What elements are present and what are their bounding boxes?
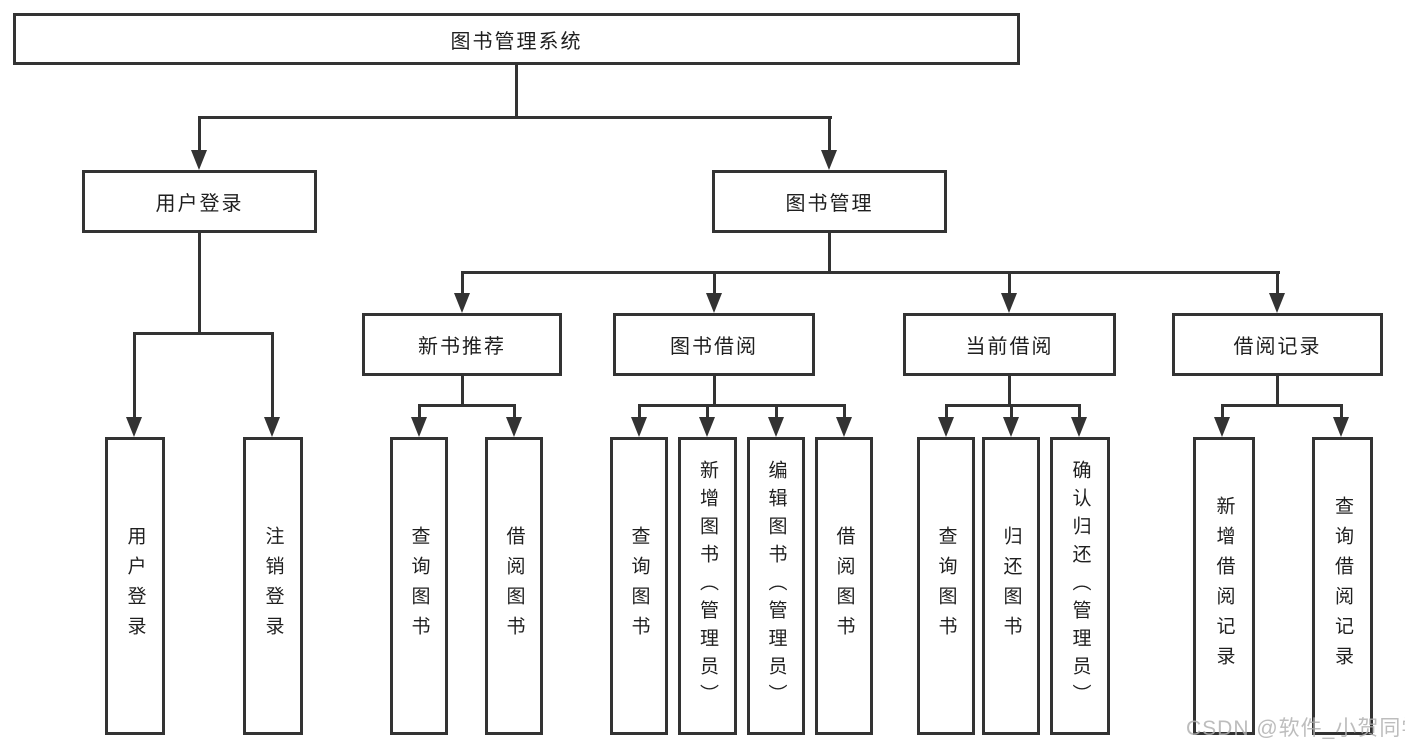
leaf-edit-book-admin: 编辑图书（管理员） xyxy=(747,437,805,735)
connector-vline xyxy=(1008,374,1011,407)
connector-vline xyxy=(461,374,464,407)
connector-vline xyxy=(1276,271,1279,297)
node-new-book-recommend-label: 新书推荐 xyxy=(418,336,506,358)
arrow-down-icon xyxy=(411,417,427,437)
leaf-confirm-return-admin: 确认归还（管理员） xyxy=(1050,437,1110,735)
connector-vline xyxy=(418,404,421,420)
leaf-borrow-books-recommend: 借阅图书 xyxy=(485,437,543,735)
connector-vline xyxy=(945,404,948,420)
connector-vline xyxy=(198,116,201,154)
leaf-query-books-current-label: 查询图书 xyxy=(935,526,957,646)
leaf-confirm-return-admin-label: 确认归还（管理员） xyxy=(1069,460,1091,712)
leaf-add-borrow-record: 新增借阅记录 xyxy=(1193,437,1255,735)
arrow-down-icon xyxy=(836,417,852,437)
arrow-down-icon xyxy=(1214,417,1230,437)
arrow-down-icon xyxy=(631,417,647,437)
leaf-return-book-label: 归还图书 xyxy=(1000,526,1022,646)
arrow-down-icon xyxy=(938,417,954,437)
leaf-add-book-admin-label: 新增图书（管理员） xyxy=(697,460,718,712)
connector-vline xyxy=(638,404,641,420)
arrow-down-icon xyxy=(706,293,722,313)
connector-hline xyxy=(133,332,274,335)
node-user-login-label: 用户登录 xyxy=(155,193,244,215)
arrow-down-icon xyxy=(126,417,142,437)
connector-hline xyxy=(418,404,515,407)
leaf-edit-book-admin-label: 编辑图书（管理员） xyxy=(765,460,787,712)
leaf-borrow-books-borrowing: 借阅图书 xyxy=(815,437,873,735)
leaf-query-borrow-record: 查询借阅记录 xyxy=(1312,437,1373,735)
leaf-return-book: 归还图书 xyxy=(982,437,1040,735)
node-current-borrowing: 当前借阅 xyxy=(903,313,1116,376)
leaf-query-books-recommend-label: 查询图书 xyxy=(408,526,430,646)
leaf-add-book-admin: 新增图书（管理员） xyxy=(678,437,737,735)
connector-vline xyxy=(1221,404,1224,420)
leaf-query-books-borrowing: 查询图书 xyxy=(610,437,668,735)
csdn-watermark: CSDN @软件_小贺同学 xyxy=(1186,717,1405,740)
arrow-down-icon xyxy=(454,293,470,313)
connector-vline xyxy=(198,231,201,335)
connector-vline xyxy=(271,332,274,418)
leaf-user-login: 用户登录 xyxy=(105,437,165,735)
arrow-down-icon xyxy=(506,417,522,437)
leaf-logout: 注销登录 xyxy=(243,437,303,735)
node-book-management-label: 图书管理 xyxy=(785,193,874,215)
connector-vline xyxy=(1276,374,1279,407)
node-library-system-label: 图书管理系统 xyxy=(450,30,583,53)
arrow-down-icon xyxy=(821,150,837,170)
connector-hline xyxy=(1221,404,1342,407)
connector-vline xyxy=(461,271,464,297)
arrow-down-icon xyxy=(1001,293,1017,313)
node-borrow-records: 借阅记录 xyxy=(1172,313,1383,376)
connector-hline xyxy=(945,404,1081,407)
connector-hline xyxy=(198,116,832,119)
arrow-down-icon xyxy=(699,417,715,437)
connector-vline xyxy=(513,404,516,420)
node-book-borrowing: 图书借阅 xyxy=(613,313,815,376)
arrow-down-icon xyxy=(264,417,280,437)
connector-hline xyxy=(638,404,845,407)
arrow-down-icon xyxy=(191,150,207,170)
arrow-down-icon xyxy=(768,417,784,437)
connector-vline xyxy=(706,404,709,420)
connector-vline xyxy=(828,231,831,274)
leaf-add-borrow-record-label: 新增借阅记录 xyxy=(1213,496,1235,676)
leaf-query-books-borrowing-label: 查询图书 xyxy=(628,526,650,646)
node-user-login: 用户登录 xyxy=(82,170,317,233)
arrow-down-icon xyxy=(1071,417,1087,437)
connector-vline xyxy=(1008,271,1011,297)
connector-vline xyxy=(713,271,716,297)
connector-vline xyxy=(1010,404,1013,420)
node-book-management: 图书管理 xyxy=(712,170,947,233)
arrow-down-icon xyxy=(1333,417,1349,437)
arrow-down-icon xyxy=(1269,293,1285,313)
leaf-query-books-current: 查询图书 xyxy=(917,437,975,735)
connector-vline xyxy=(843,404,846,420)
node-library-system: 图书管理系统 xyxy=(13,13,1020,65)
connector-hline xyxy=(461,271,1280,274)
leaf-logout-label: 注销登录 xyxy=(262,526,284,646)
node-borrow-records-label: 借阅记录 xyxy=(1233,336,1322,358)
leaf-query-borrow-record-label: 查询借阅记录 xyxy=(1332,496,1353,676)
connector-vline xyxy=(713,374,716,407)
leaf-borrow-books-borrowing-label: 借阅图书 xyxy=(833,526,855,646)
connector-vline xyxy=(828,116,831,154)
leaf-borrow-books-recommend-label: 借阅图书 xyxy=(503,526,525,646)
connector-vline xyxy=(1078,404,1081,420)
connector-vline xyxy=(515,63,518,119)
node-new-book-recommend: 新书推荐 xyxy=(362,313,562,376)
connector-vline xyxy=(775,404,778,420)
node-current-borrowing-label: 当前借阅 xyxy=(965,336,1054,358)
node-book-borrowing-label: 图书借阅 xyxy=(670,336,758,358)
connector-vline xyxy=(1340,404,1343,420)
leaf-user-login-label: 用户登录 xyxy=(124,526,146,646)
leaf-query-books-recommend: 查询图书 xyxy=(390,437,448,735)
arrow-down-icon xyxy=(1003,417,1019,437)
connector-vline xyxy=(133,332,136,418)
